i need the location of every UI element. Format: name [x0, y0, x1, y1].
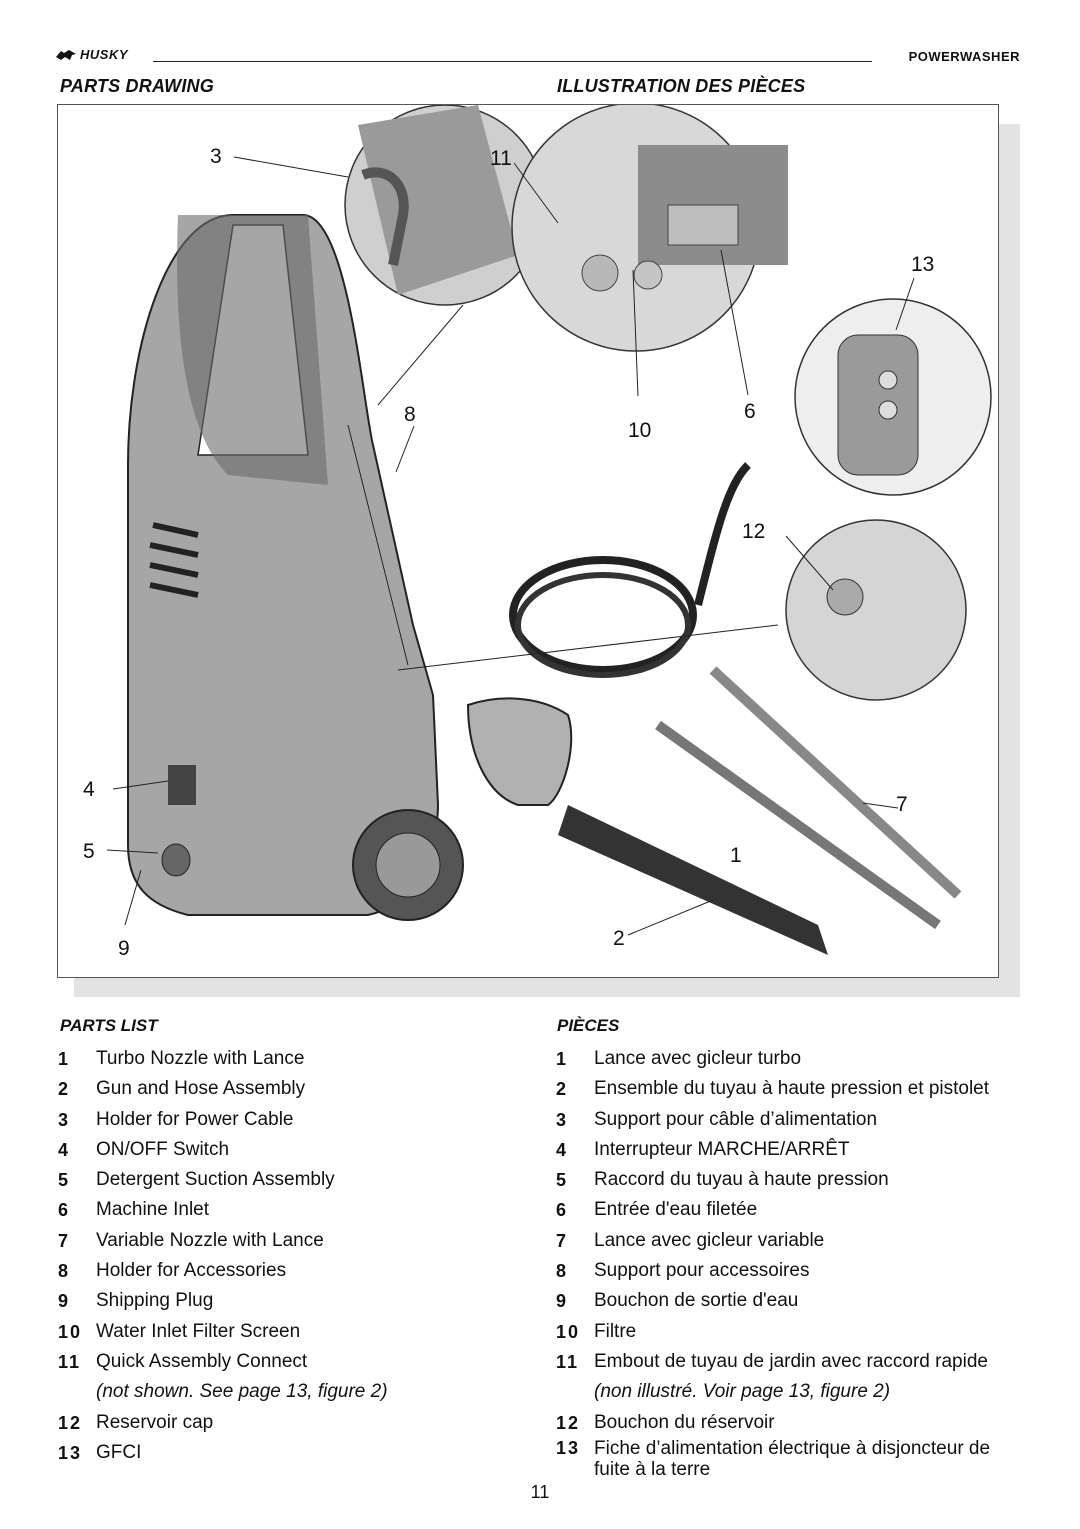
parts-list-title: PARTS LIST [60, 1016, 158, 1035]
product-name: POWERWASHER [908, 49, 1020, 64]
callout-7: 7 [896, 793, 908, 816]
header-rule [153, 61, 872, 62]
callout-2: 2 [613, 927, 625, 950]
illustration-title: ILLUSTRATION DES PIÈCES [557, 76, 806, 96]
page-header: HUSKY POWERWASHER [55, 45, 1020, 67]
callout-1: 1 [730, 844, 742, 867]
list-note: (not shown. See page 13, figure 2) [96, 1381, 388, 1403]
callout-8: 8 [404, 403, 416, 426]
page-number: 11 [530, 1482, 550, 1502]
callout-4: 4 [83, 778, 95, 801]
callout-10: 10 [628, 419, 652, 442]
brand-logo: HUSKY [55, 47, 128, 62]
brand-name: HUSKY [80, 47, 129, 62]
powerwasher-drawing [106, 102, 992, 955]
pieces-title: PIÈCES [557, 1016, 620, 1035]
callout-13: 13 [911, 253, 935, 276]
list-note: (non illustré. Voir page 13, figure 2) [594, 1381, 891, 1403]
callout-12: 12 [742, 520, 766, 543]
parts-drawing-title: PARTS DRAWING [60, 76, 214, 96]
callout-9: 9 [118, 937, 130, 960]
callout-5: 5 [83, 840, 95, 863]
callout-3: 3 [210, 145, 222, 168]
callout-6: 6 [744, 400, 756, 423]
callout-11: 11 [490, 147, 512, 170]
husky-dog-icon [56, 49, 76, 60]
parts-illustration: 3 11 13 8 10 6 12 4 5 7 1 9 2 [57, 102, 999, 978]
